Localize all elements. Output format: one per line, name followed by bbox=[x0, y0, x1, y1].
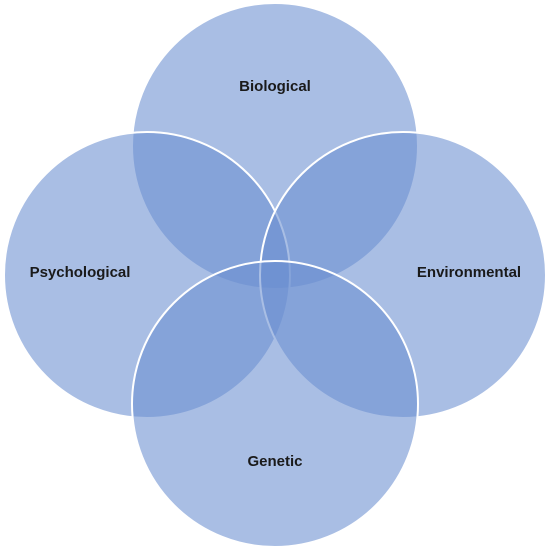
circle-genetic bbox=[131, 260, 419, 548]
label-environmental: Environmental bbox=[417, 264, 521, 281]
label-biological: Biological bbox=[239, 78, 311, 95]
label-psychological: Psychological bbox=[30, 264, 131, 281]
label-genetic: Genetic bbox=[247, 453, 302, 470]
